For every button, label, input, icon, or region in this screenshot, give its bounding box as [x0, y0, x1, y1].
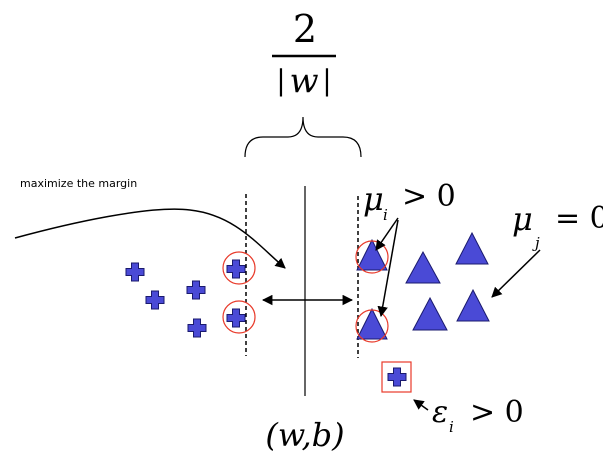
cross-support-vector: [226, 308, 246, 328]
triangle-point: [455, 231, 489, 265]
cross-point: [187, 318, 207, 338]
support-vector-circle: [222, 251, 256, 285]
mu-j-arrow: [491, 249, 541, 298]
mu-j-label: μ j = 0: [512, 200, 603, 252]
support-vector-circle: [222, 300, 256, 334]
formula-abs-right: |: [322, 64, 331, 97]
cross-point: [186, 280, 206, 300]
annotation-arrow: [14, 208, 286, 269]
mu-i-label: μ i > 0: [363, 179, 456, 224]
triangle-point: [405, 250, 441, 284]
triangle-point: [412, 296, 448, 331]
triangle-support-vector: [356, 238, 388, 271]
triangle-support-vector: [356, 307, 388, 340]
formula-denominator-var: w: [289, 61, 318, 101]
mu-i-arrow-lower: [377, 219, 399, 318]
margin-formula: 2 | w |: [272, 7, 336, 101]
epsilon-label: ε i > 0: [432, 395, 524, 436]
mu-i-arrow-upper: [375, 217, 399, 251]
triangle-point: [456, 288, 490, 322]
cross-support-vector: [226, 259, 246, 279]
mu-i-symbol: μ: [363, 180, 384, 218]
annotation-text: maximize the margin: [20, 177, 137, 190]
negative-class-points: [125, 259, 407, 387]
mu-i-subscript: i: [383, 206, 388, 224]
mu-j-subscript: j: [532, 234, 540, 252]
hyperplane-label: (w,b): [265, 416, 344, 452]
epsilon-subscript: i: [449, 418, 454, 436]
support-vector-highlights: [222, 240, 412, 393]
cross-point: [145, 290, 165, 310]
mu-j-symbol: μ: [512, 200, 533, 238]
epsilon-symbol: ε: [432, 395, 448, 430]
formula-abs-left: |: [276, 64, 285, 97]
epsilon-relation: > 0: [470, 395, 524, 430]
mu-j-relation: = 0: [555, 201, 603, 236]
support-vector-circle: [355, 240, 389, 274]
cross-point: [125, 262, 145, 282]
epsilon-arrow: [413, 399, 429, 411]
cross-slack-point: [387, 367, 407, 387]
mu-i-relation: > 0: [402, 179, 456, 214]
positive-class-points: [356, 231, 490, 340]
support-vector-circle: [355, 309, 389, 343]
formula-numerator: 2: [293, 7, 317, 51]
margin-brace: [244, 116, 362, 158]
slack-point-box: [381, 361, 412, 393]
